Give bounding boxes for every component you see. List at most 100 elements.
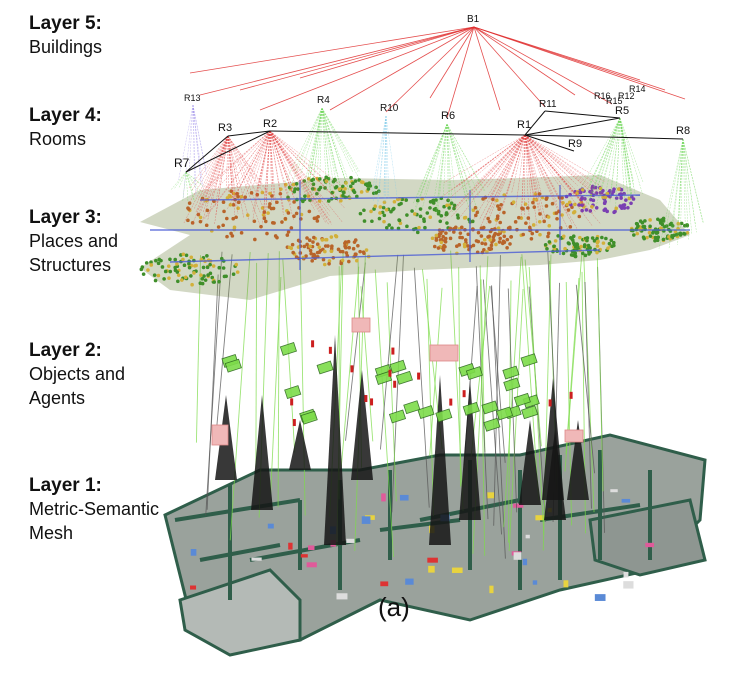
mesh-furniture xyxy=(623,581,634,589)
room-place-edge xyxy=(442,123,448,200)
object-node xyxy=(284,385,302,400)
place-node xyxy=(235,270,240,274)
mesh-furniture xyxy=(308,545,315,551)
mesh-place-link xyxy=(429,287,443,457)
object-node xyxy=(395,370,413,385)
mesh-place-link xyxy=(542,254,552,551)
mesh-furniture xyxy=(267,523,274,529)
place-node xyxy=(333,178,337,182)
place-node xyxy=(568,225,573,229)
place-node xyxy=(351,246,356,251)
room-place-edge xyxy=(511,134,526,194)
place-node xyxy=(252,219,257,224)
place-node xyxy=(487,246,491,251)
mesh-furniture xyxy=(522,558,528,566)
agent-trajectory-cone xyxy=(519,420,541,505)
place-node xyxy=(153,278,158,283)
room-place-edge xyxy=(194,135,229,209)
place-node xyxy=(493,231,498,236)
place-node xyxy=(249,191,254,195)
place-node xyxy=(268,202,272,206)
place-node xyxy=(553,239,558,243)
room-node-r7: R7 xyxy=(174,156,190,170)
place-node xyxy=(496,232,501,237)
place-node xyxy=(685,223,690,228)
object-node xyxy=(520,353,538,368)
place-node xyxy=(186,206,190,210)
place-node xyxy=(434,198,438,202)
place-node xyxy=(260,190,265,195)
mesh-wing xyxy=(178,568,302,657)
place-node xyxy=(653,238,657,243)
place-node xyxy=(358,249,362,254)
place-node xyxy=(487,234,492,239)
place-node xyxy=(466,232,471,237)
place-node xyxy=(441,248,446,252)
place-node xyxy=(312,235,316,240)
room-place-edge xyxy=(202,135,229,213)
mesh-place-link xyxy=(508,288,524,552)
room-adjacency-edge xyxy=(524,134,575,152)
structure-edge xyxy=(169,249,601,263)
mesh-side-room xyxy=(588,498,707,577)
place-node xyxy=(602,201,607,206)
room-place-edge xyxy=(252,130,271,189)
place-node xyxy=(449,201,454,205)
place-node xyxy=(496,204,500,208)
place-node xyxy=(521,232,526,237)
mesh-furniture xyxy=(513,503,524,508)
place-node xyxy=(225,196,230,200)
place-node xyxy=(374,185,378,190)
room-place-edge xyxy=(321,107,341,186)
room-place-edge xyxy=(321,107,360,172)
place-node xyxy=(343,187,347,191)
room-place-edge xyxy=(682,138,693,235)
place-node xyxy=(439,213,444,218)
object-bounding-box xyxy=(211,424,229,446)
room-place-edge xyxy=(480,134,526,227)
place-node xyxy=(339,198,343,203)
place-node xyxy=(139,267,144,272)
place-node xyxy=(648,234,653,238)
place-node xyxy=(318,248,323,253)
place-node xyxy=(372,207,376,211)
place-node xyxy=(543,242,548,247)
mesh-place-link xyxy=(490,286,506,463)
mesh-furniture xyxy=(563,580,569,588)
mesh-place-link xyxy=(450,250,464,512)
place-node xyxy=(377,216,382,221)
place-node xyxy=(198,219,203,224)
room-node-r14: R14 xyxy=(629,84,646,94)
place-node xyxy=(286,230,291,234)
layer-3-name-line2: Structures xyxy=(29,255,112,275)
place-node xyxy=(239,194,244,199)
place-node xyxy=(159,258,163,263)
room-place-edge xyxy=(524,134,535,201)
room-place-edge xyxy=(309,107,323,183)
place-node xyxy=(305,236,309,240)
room-node-r9: R9 xyxy=(568,138,582,150)
place-node xyxy=(364,248,369,252)
room-place-edge xyxy=(197,135,229,217)
room-place-edge xyxy=(269,130,284,215)
place-node xyxy=(329,249,334,254)
mesh-furniture xyxy=(346,538,355,543)
place-node xyxy=(221,200,226,205)
room-place-edge xyxy=(252,130,271,212)
room-place-edge xyxy=(321,107,348,178)
place-node xyxy=(670,234,674,239)
room-place-edge xyxy=(680,138,684,230)
room-place-edge xyxy=(174,171,187,189)
room-node-r4: R4 xyxy=(317,95,330,106)
place-node xyxy=(347,259,351,264)
place-node xyxy=(182,263,187,267)
place-node xyxy=(310,259,314,263)
place-node xyxy=(604,236,608,241)
mesh-furniture xyxy=(525,534,530,539)
layer-1-name-line2: Mesh xyxy=(29,523,74,543)
mesh-furniture xyxy=(380,581,389,587)
place-node xyxy=(631,197,636,201)
place-node xyxy=(526,206,530,210)
building-room-edge xyxy=(473,26,613,105)
place-node xyxy=(324,179,329,183)
